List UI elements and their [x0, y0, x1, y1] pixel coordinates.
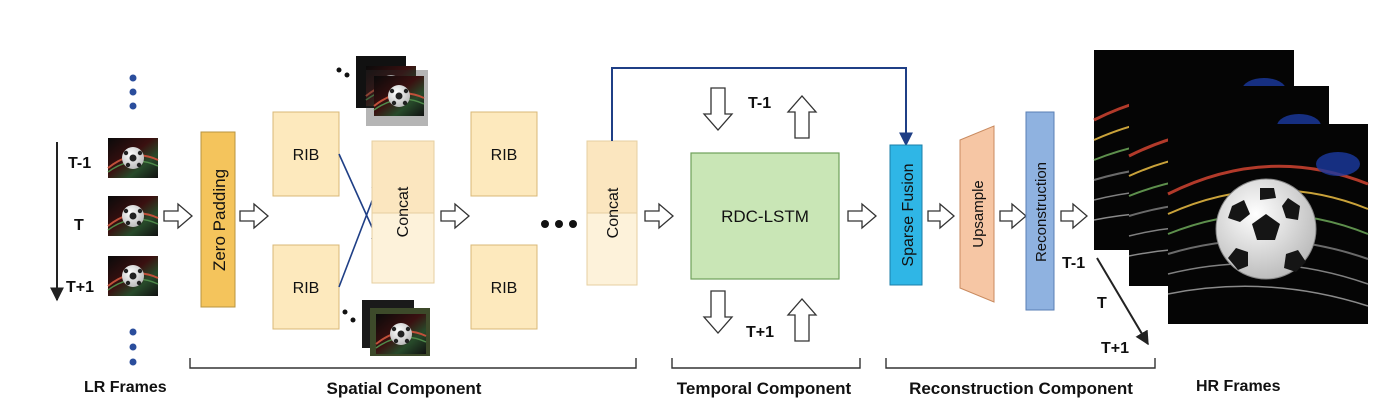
rib-label: RIB	[293, 147, 320, 164]
concat-label: Concat	[395, 186, 412, 237]
lr-frame-thumbnail	[107, 195, 159, 237]
concat-label: Concat	[605, 187, 622, 238]
hr-time-arrow	[1096, 257, 1149, 346]
ellipsis-dot	[129, 102, 137, 110]
upsample-block: Upsample	[959, 125, 995, 303]
zero-padding-block: Zero Padding	[200, 131, 236, 308]
lr-label-t-minus: T-1	[68, 155, 91, 172]
temporal-arrow-up	[786, 298, 818, 342]
rib-block: RIB	[470, 244, 538, 330]
zero-padding-label: Zero Padding	[210, 169, 229, 271]
hr-label-t-minus: T-1	[1062, 255, 1085, 272]
hr-frames-label: HR Frames	[1196, 378, 1281, 395]
ellipsis-dot	[541, 220, 549, 228]
temporal-arrow-up	[786, 95, 818, 139]
rib-block: RIB	[272, 111, 340, 197]
spatial-component-label: Spatial Component	[327, 379, 482, 398]
sparse-fusion-label: Sparse Fusion	[900, 163, 917, 266]
flow-arrow	[927, 202, 955, 230]
upsample-label: Upsample	[970, 180, 987, 248]
rib-label: RIB	[491, 280, 518, 297]
ellipsis-dot	[555, 220, 563, 228]
temporal-label-t-plus: T+1	[746, 324, 774, 341]
concat-block: Concat	[586, 140, 638, 286]
rdc-lstm-block: RDC-LSTM	[690, 152, 840, 280]
ellipsis-dot	[129, 343, 137, 351]
rib-label: RIB	[491, 147, 518, 164]
ellipsis-dot	[129, 328, 137, 336]
sparse-fusion-block: Sparse Fusion	[889, 144, 923, 286]
temporal-arrow-down	[702, 290, 734, 334]
flow-arrow	[440, 202, 470, 230]
hr-label-t: T	[1097, 295, 1107, 312]
lr-label-t-plus: T+1	[66, 279, 94, 296]
reconstruction-block: Reconstruction	[1025, 111, 1055, 311]
flow-arrow	[999, 202, 1027, 230]
rib-label: RIB	[293, 280, 320, 297]
hr-label-t-plus: T+1	[1101, 340, 1129, 357]
spatial-bracket	[189, 358, 637, 369]
lr-frames-group: T-1 T T+1	[50, 74, 159, 366]
temporal-component-label: Temporal Component	[677, 379, 852, 398]
rib-block: RIB	[272, 244, 340, 330]
reconstruction-bracket	[885, 358, 1156, 369]
feature-map-stack-bottom	[342, 300, 430, 356]
temporal-arrow-down	[702, 87, 734, 131]
hr-frames-stack: T-1 T T+1	[1062, 48, 1370, 357]
lr-frame-thumbnail	[107, 137, 159, 179]
lr-frame-thumbnail	[107, 255, 159, 297]
reconstruction-label: Reconstruction	[1033, 162, 1050, 262]
ellipsis-dot	[569, 220, 577, 228]
temporal-label-t-minus: T-1	[748, 95, 771, 112]
soccer-ball-image	[1215, 178, 1317, 280]
lr-frames-label: LR Frames	[84, 379, 167, 396]
rdc-lstm-label: RDC-LSTM	[721, 207, 809, 226]
ellipsis-dot	[129, 88, 137, 96]
flow-arrow	[644, 202, 674, 230]
flow-arrow	[163, 202, 193, 230]
flow-arrow	[239, 202, 269, 230]
rib-block: RIB	[470, 111, 538, 197]
temporal-bracket	[671, 358, 861, 369]
feature-map-stack-top	[336, 56, 428, 126]
ellipsis-dot	[129, 358, 137, 366]
ellipsis-dot	[129, 74, 137, 82]
skip-connector	[611, 67, 913, 147]
flow-arrow	[847, 202, 877, 230]
concat-block: Concat	[371, 140, 435, 284]
lr-label-t: T	[74, 217, 84, 234]
reconstruction-component-label: Reconstruction Component	[909, 379, 1133, 398]
flow-arrow	[1060, 202, 1088, 230]
